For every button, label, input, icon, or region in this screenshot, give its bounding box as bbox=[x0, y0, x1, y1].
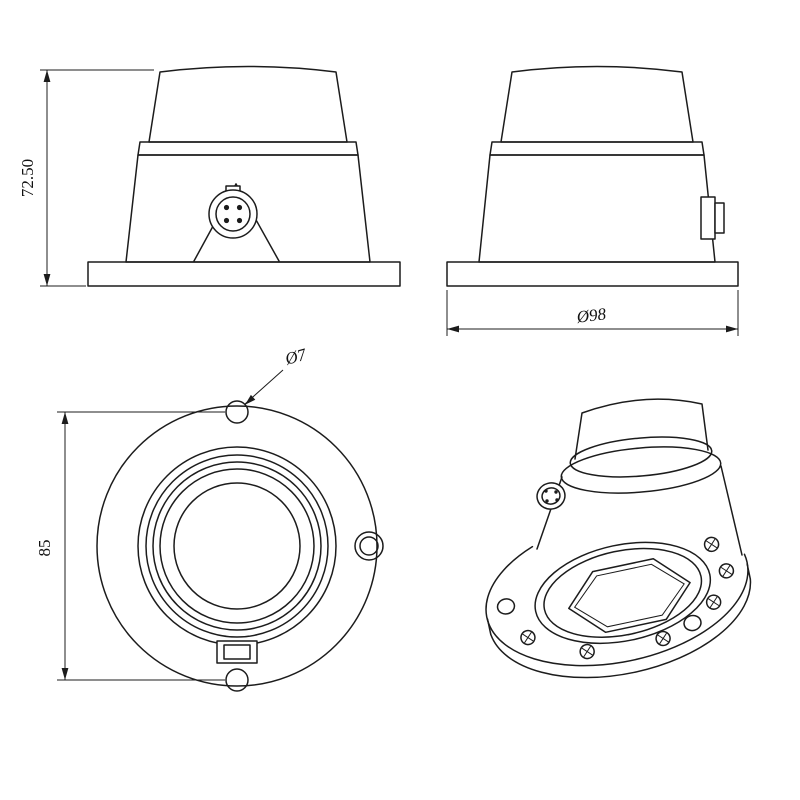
dim-arrow-up bbox=[43, 70, 51, 82]
bottom-ring-circle bbox=[159, 468, 315, 624]
front-neck-band bbox=[137, 141, 359, 156]
bottom-inner-bore-circle bbox=[173, 482, 301, 610]
dimension-flange-diameter: Ø98 bbox=[446, 290, 739, 336]
iso-flange-hole bbox=[683, 614, 702, 632]
flange-screw bbox=[705, 594, 722, 610]
screw-head-circle bbox=[703, 536, 720, 553]
bottom-outer-flange-circle bbox=[96, 405, 378, 687]
iso-connector-pin bbox=[544, 489, 548, 493]
dim-arrow-right bbox=[726, 325, 738, 333]
dim-hole-diameter-label: Ø7 bbox=[282, 344, 309, 368]
iso-boss-ellipse bbox=[534, 541, 712, 645]
iso-rim-bottom-arc bbox=[489, 578, 752, 679]
bottom-mounting-hole-top bbox=[225, 400, 249, 424]
side-connector-cap bbox=[714, 202, 725, 234]
front-dome bbox=[148, 65, 348, 143]
iso-flange-hole bbox=[496, 598, 516, 615]
view-bottom: Ø7 85 bbox=[35, 344, 384, 692]
leader-arrow bbox=[245, 394, 256, 405]
screw-slot-line bbox=[709, 596, 718, 608]
dim-flange-diameter-label: Ø98 bbox=[575, 304, 608, 327]
dim-arrow-down bbox=[43, 274, 51, 286]
screw-slot-line bbox=[659, 632, 667, 645]
view-side: Ø98 bbox=[446, 65, 739, 336]
bottom-mounting-hole-bottom bbox=[225, 668, 249, 692]
bottom-key-tab-outer bbox=[216, 640, 258, 664]
iso-dome-base-ellipse bbox=[569, 436, 713, 478]
bottom-ring-circle bbox=[145, 454, 329, 638]
iso-boss-inner-ellipse bbox=[543, 547, 703, 638]
screw-head-circle bbox=[520, 629, 536, 646]
iso-hex-opening-outer bbox=[568, 558, 691, 634]
iso-rim-right-edge bbox=[746, 563, 752, 580]
front-connector-inner-circle bbox=[215, 196, 251, 232]
bottom-boss-circle bbox=[137, 446, 337, 646]
bottom-ring-circle bbox=[152, 461, 322, 631]
iso-rim-left-edge bbox=[486, 618, 492, 635]
side-body bbox=[478, 154, 716, 263]
flange-screw bbox=[579, 643, 595, 660]
side-base-flange bbox=[446, 261, 739, 287]
dim-height-label: 72.50 bbox=[18, 159, 37, 197]
front-connector-pin bbox=[236, 217, 243, 224]
screw-slot-line bbox=[583, 645, 592, 658]
side-neck-band bbox=[489, 141, 705, 156]
iso-dome bbox=[574, 398, 709, 460]
dimension-hole-spacing: 85 bbox=[35, 411, 225, 681]
flange-screw bbox=[718, 563, 735, 579]
screw-slot-line bbox=[722, 565, 731, 577]
front-connector-pin bbox=[236, 204, 243, 211]
iso-connector-pin bbox=[545, 499, 549, 503]
dim-arrow-down bbox=[61, 668, 69, 680]
side-dome bbox=[500, 65, 694, 143]
dimension-overall-height: 72.50 bbox=[18, 69, 154, 287]
flange-screw bbox=[520, 629, 536, 646]
screw-slot-line bbox=[707, 538, 716, 550]
bottom-mounting-hole-right-outer bbox=[354, 531, 384, 561]
iso-body-right-edge bbox=[720, 465, 743, 556]
bottom-key-tab-inner bbox=[223, 644, 251, 660]
iso-connector-pin bbox=[555, 498, 559, 502]
screw-head-circle bbox=[705, 594, 722, 610]
dim-arrow-up bbox=[61, 412, 69, 424]
front-connector-pin bbox=[223, 204, 230, 211]
iso-hex-opening-inner bbox=[573, 563, 685, 628]
iso-flange-outer-arc bbox=[485, 545, 749, 667]
view-isometric bbox=[485, 398, 752, 679]
iso-connector-inner bbox=[541, 487, 561, 505]
iso-flange-group bbox=[485, 536, 752, 679]
bottom-mounting-hole-right-inner bbox=[359, 536, 379, 556]
front-connector-pin bbox=[223, 217, 230, 224]
screw-head-circle bbox=[718, 563, 735, 579]
flange-screw bbox=[703, 536, 720, 553]
iso-connector-outer bbox=[536, 482, 566, 510]
screw-slot-line bbox=[524, 631, 532, 644]
flange-screw bbox=[655, 630, 671, 647]
view-front: 72.50 bbox=[18, 65, 401, 287]
dim-hole-spacing-label: 85 bbox=[35, 540, 54, 557]
side-connector-housing bbox=[700, 196, 716, 240]
dim-arrow-left bbox=[447, 325, 459, 333]
screw-head-circle bbox=[655, 630, 671, 647]
screw-head-circle bbox=[579, 643, 595, 660]
iso-connector-pin bbox=[554, 490, 558, 494]
front-base-flange bbox=[87, 261, 401, 287]
leader-hole-diameter: Ø7 bbox=[244, 344, 310, 405]
